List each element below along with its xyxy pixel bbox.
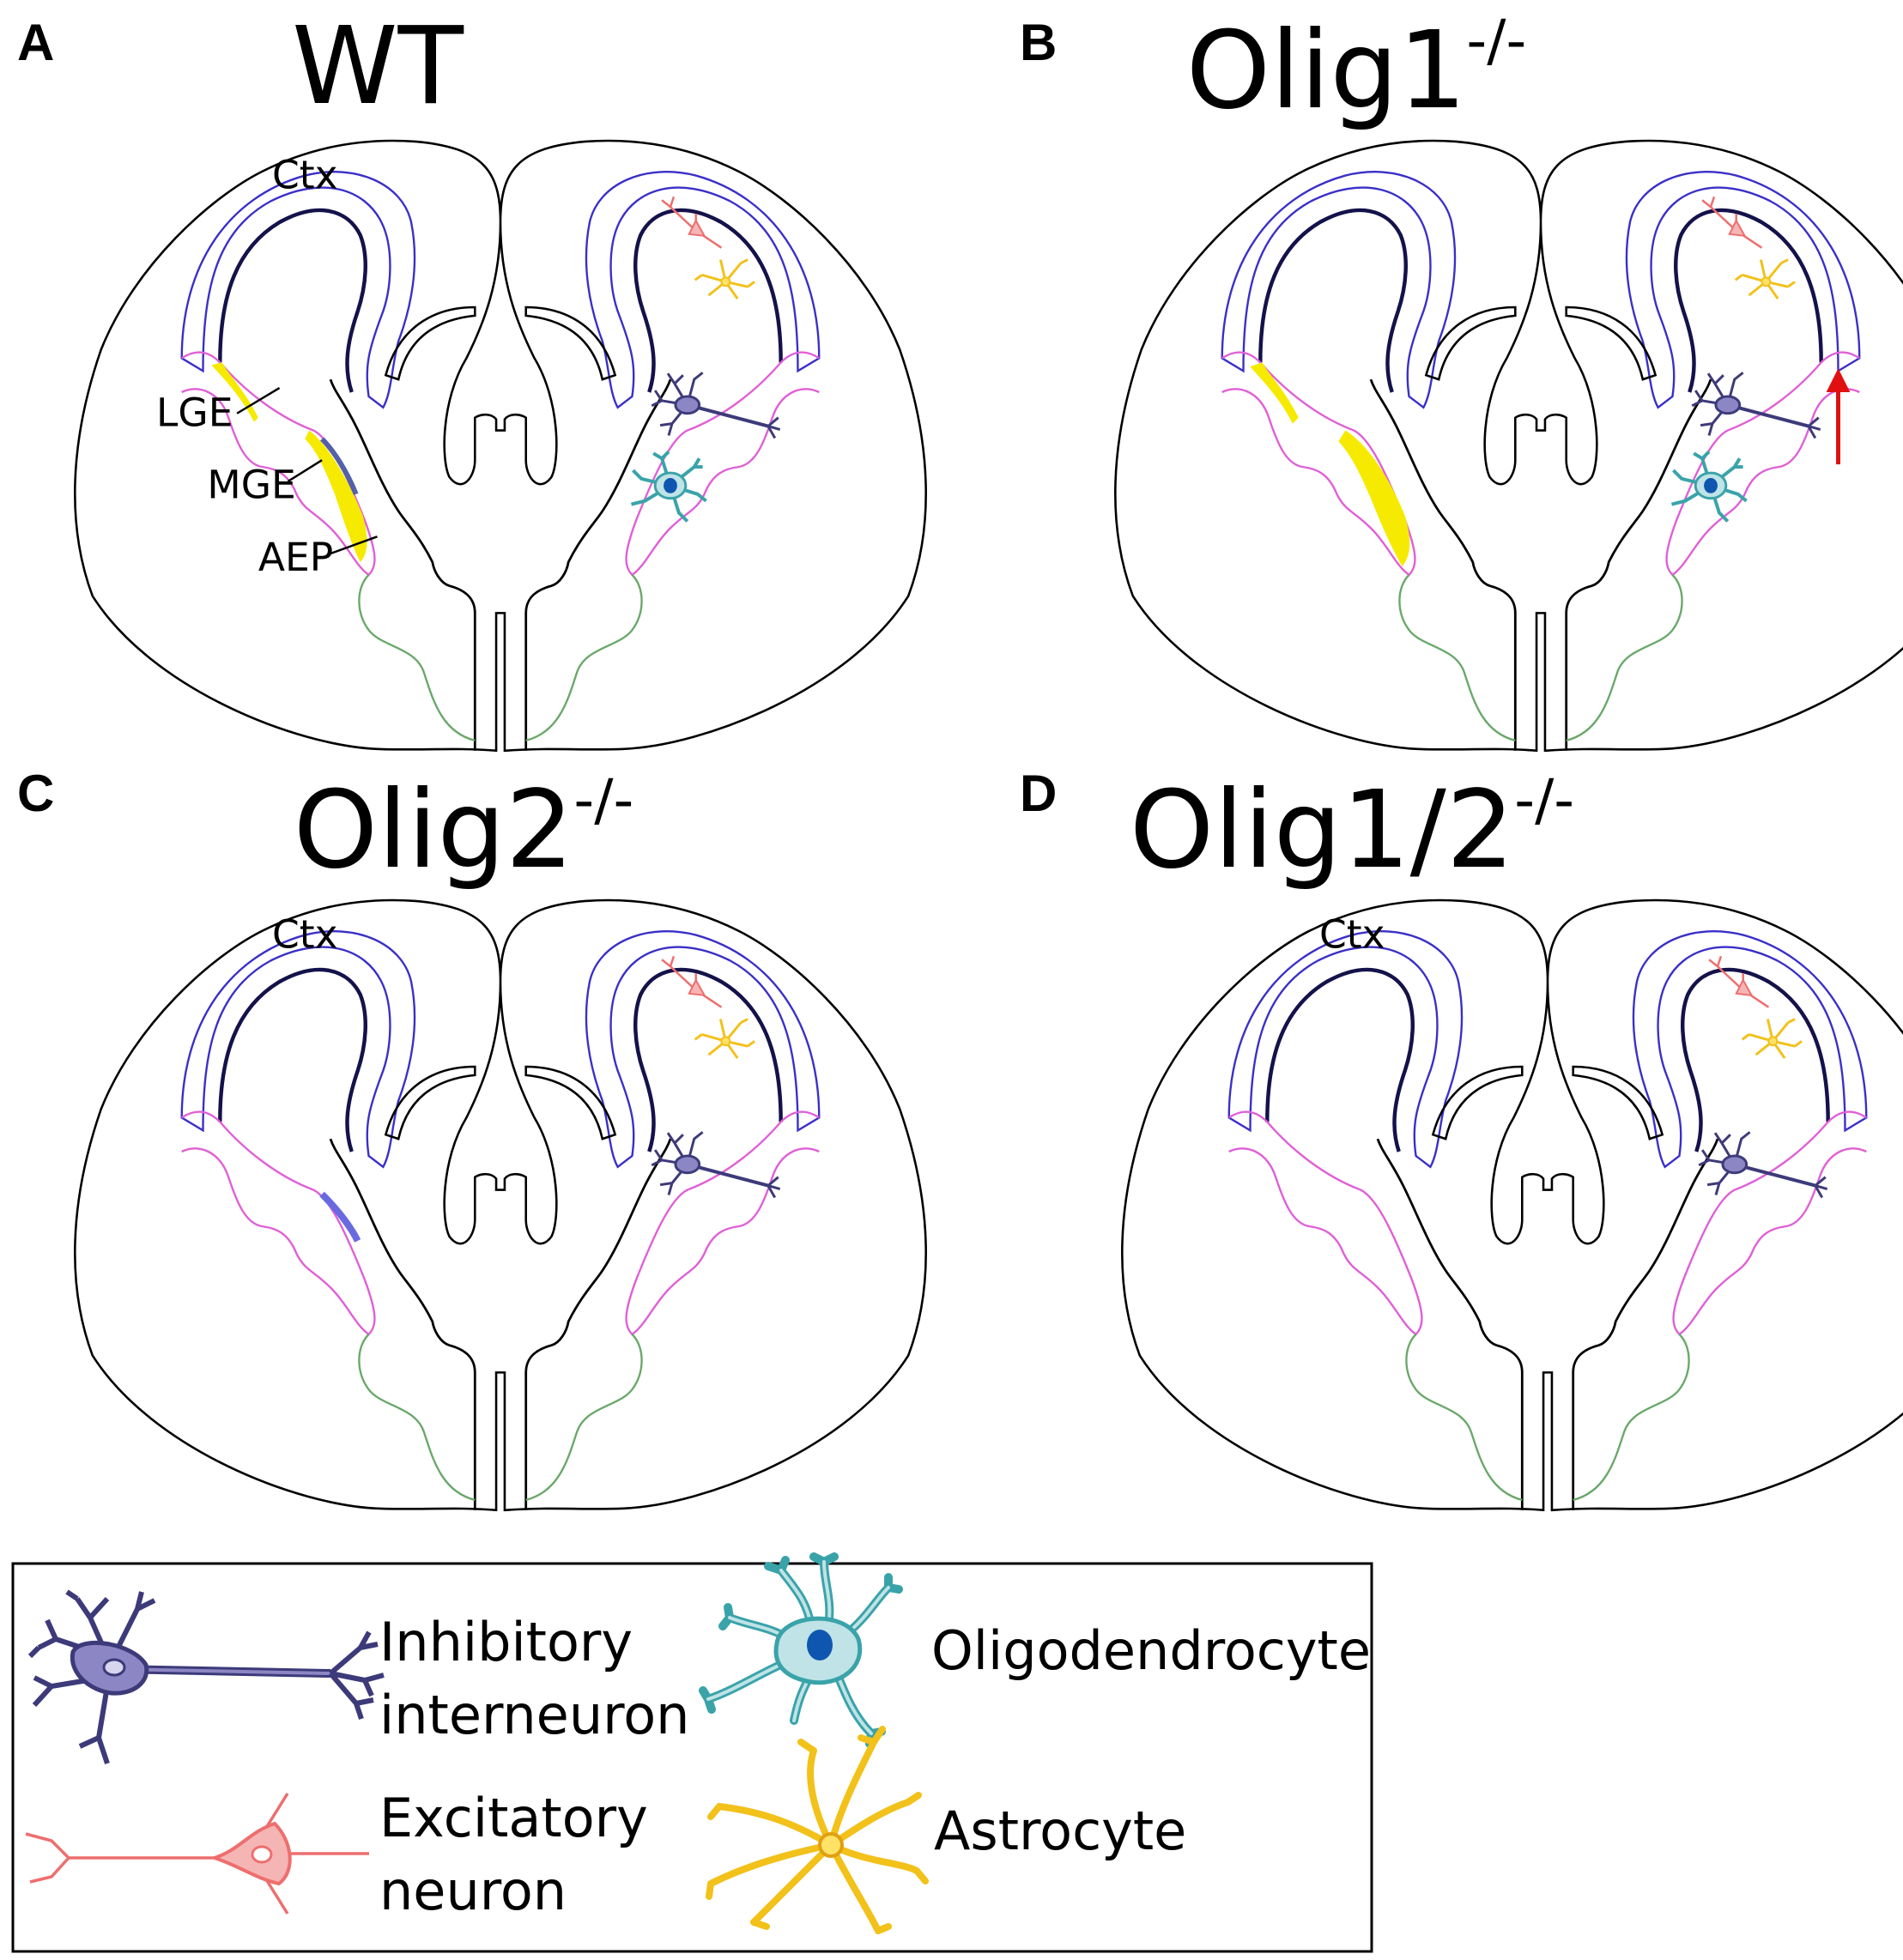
brain-section	[1115, 141, 1903, 751]
panel-letter: A	[17, 14, 54, 71]
legend-label-excitatory-line1: Excitatory	[379, 1787, 648, 1849]
region-label-ctx: Ctx	[272, 911, 338, 957]
legend-excitatory-neuron-icon	[25, 1793, 369, 1915]
genotype-title: Olig1/2-/-	[1130, 767, 1574, 892]
genotype-title: WT	[292, 4, 464, 129]
legend: Inhibitory interneuron Excitatory neuron…	[11, 1552, 1373, 1953]
excitatory-neuron-icon	[660, 955, 723, 1008]
panel-b: B Olig1-/-	[1020, 8, 1903, 751]
region-label-ctx: Ctx	[272, 152, 338, 197]
legend-box	[11, 1562, 1373, 1953]
oligodendrocyte-icon	[629, 450, 708, 523]
astrocyte-icon	[1741, 1018, 1803, 1060]
astrocyte-icon	[1734, 258, 1797, 300]
region-label-ctx: Ctx	[1319, 911, 1385, 957]
progenitor-domain	[1338, 430, 1410, 566]
oligodendrocyte-icon	[1670, 450, 1748, 523]
region-label-lge: LGE	[156, 390, 233, 436]
excitatory-neuron-icon	[1707, 955, 1770, 1008]
legend-astrocyte-icon	[706, 1726, 929, 1934]
excitatory-neuron-icon	[1700, 196, 1763, 249]
panel-letter: B	[1020, 14, 1057, 71]
legend-label-inhibitory-line2: interneuron	[379, 1684, 689, 1746]
panel-a: A WT Ctx LGE MGE AEP	[17, 4, 926, 751]
region-label-mge: MGE	[207, 463, 295, 508]
legend-label-excitatory-line2: neuron	[379, 1860, 567, 1922]
brain-section: Ctx	[1122, 900, 1903, 1510]
brain-section: Ctx	[75, 900, 925, 1510]
progenitor-domain	[319, 1191, 361, 1243]
progenitor-domain	[1250, 362, 1299, 424]
increase-arrow-icon	[1826, 368, 1851, 465]
legend-label-inhibitory-line1: Inhibitory	[379, 1611, 633, 1673]
panel-d: D Olig1/2-/- Ctx	[1020, 765, 1903, 1510]
progenitor-domain	[305, 430, 367, 562]
legend-label-astrocyte: Astrocyte	[934, 1800, 1186, 1862]
panel-letter: C	[17, 765, 54, 822]
astrocyte-icon	[694, 1018, 756, 1060]
panel-letter: D	[1020, 765, 1057, 822]
brain-section: Ctx LGE MGE AEP	[75, 141, 925, 751]
genotype-title: Olig2-/-	[294, 767, 634, 892]
genotype-title: Olig1-/-	[1186, 8, 1527, 133]
legend-inhibitory-interneuron-icon	[27, 1589, 385, 1764]
excitatory-neuron-icon	[660, 196, 723, 249]
panel-c: C Olig2-/- Ctx	[17, 765, 926, 1510]
legend-oligodendrocyte-icon	[699, 1552, 903, 1748]
astrocyte-icon	[694, 258, 756, 300]
region-label-aep: AEP	[258, 535, 333, 580]
legend-label-oligodendrocyte: Oligodendrocyte	[931, 1619, 1371, 1682]
